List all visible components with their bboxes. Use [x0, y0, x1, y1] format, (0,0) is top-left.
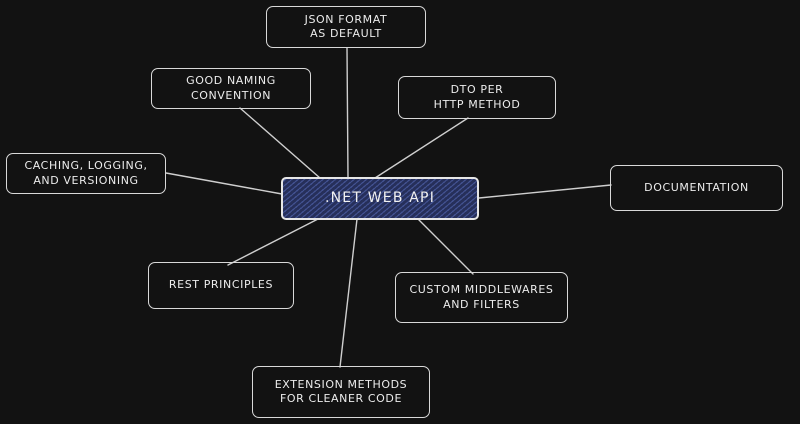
node-extension-methods[interactable]: EXTENSION METHODS FOR CLEANER CODE — [252, 366, 430, 418]
central-topic-node[interactable]: .NET WEB API — [281, 177, 479, 220]
connector-custom-middlewares — [417, 218, 474, 275]
node-good-naming-label: GOOD NAMING CONVENTION — [186, 74, 276, 102]
node-extension-methods-label: EXTENSION METHODS FOR CLEANER CODE — [274, 377, 408, 405]
connector-dto-per-method — [374, 117, 469, 179]
node-caching-logging-label: CACHING, LOGGING, AND VERSIONING — [24, 159, 148, 187]
connector-rest-principles — [227, 218, 319, 266]
connector-caching-logging — [165, 172, 283, 195]
connector-json-format — [346, 47, 349, 179]
node-custom-middlewares[interactable]: CUSTOM MIDDLEWARES AND FILTERS — [395, 272, 568, 323]
node-documentation-label: DOCUMENTATION — [644, 180, 749, 194]
node-dto-per-method[interactable]: DTO PER HTTP METHOD — [398, 76, 556, 119]
node-custom-middlewares-label: CUSTOM MIDDLEWARES AND FILTERS — [409, 283, 554, 311]
connector-documentation — [478, 184, 612, 199]
node-documentation[interactable]: DOCUMENTATION — [610, 165, 783, 211]
node-json-format[interactable]: JSON FORMAT AS DEFAULT — [266, 6, 426, 48]
node-caching-logging[interactable]: CACHING, LOGGING, AND VERSIONING — [6, 153, 166, 194]
node-dto-per-method-label: DTO PER HTTP METHOD — [433, 83, 521, 111]
node-rest-principles[interactable]: REST PRINCIPLES — [148, 262, 294, 309]
connector-good-naming — [239, 107, 321, 179]
node-good-naming[interactable]: GOOD NAMING CONVENTION — [151, 68, 311, 109]
connector-extension-methods — [339, 218, 358, 368]
central-topic-label: .NET WEB API — [324, 190, 436, 207]
node-json-format-label: JSON FORMAT AS DEFAULT — [304, 12, 388, 40]
node-rest-principles-label: REST PRINCIPLES — [168, 278, 274, 292]
